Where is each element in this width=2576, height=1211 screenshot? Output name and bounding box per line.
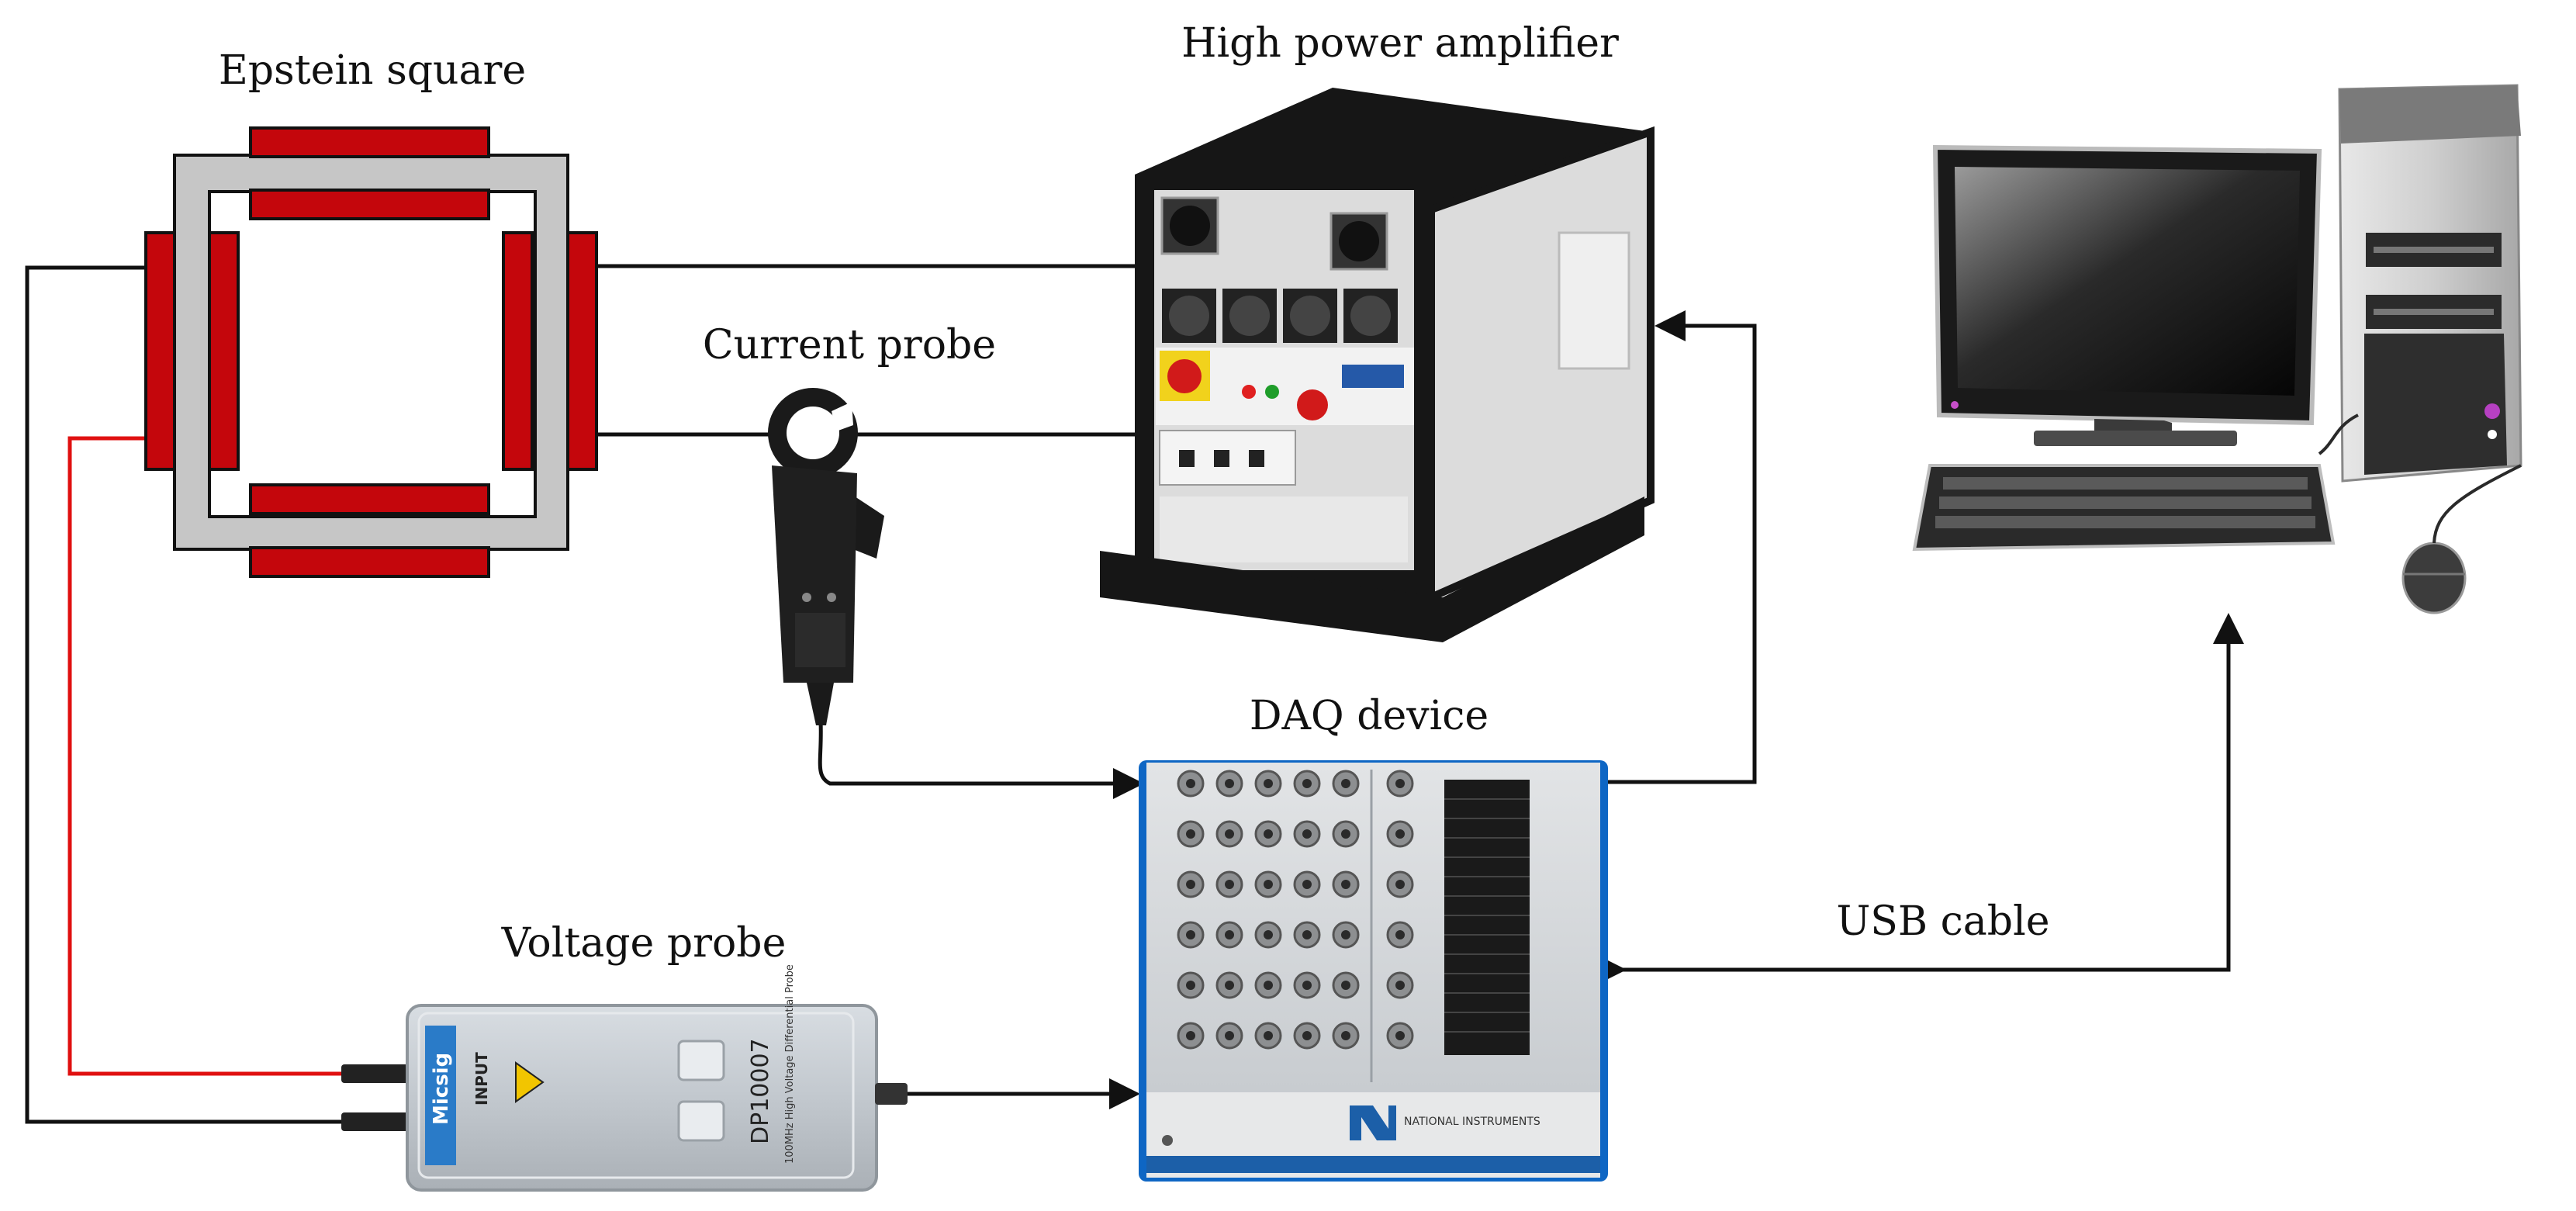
label-voltage-probe: Voltage probe	[501, 920, 787, 967]
mouse	[2401, 541, 2467, 614]
current-probe-cable	[818, 721, 1144, 799]
black-wire-left	[25, 265, 411, 1124]
probe-jaw-inner	[787, 407, 839, 459]
emergency-stop	[1297, 389, 1328, 420]
amplifier	[1100, 88, 1655, 642]
daq-brand: NATIONAL INSTRUMENTS	[1404, 1116, 1540, 1128]
voltage-probe-desc: 100MHz High Voltage Differential Probe	[784, 964, 796, 1164]
voltage-probe-input: INPUT	[472, 1052, 491, 1105]
label-epstein-square: Epstein square	[219, 47, 526, 94]
label-current-probe: Current probe	[703, 322, 996, 368]
probe-trigger	[853, 497, 884, 559]
computer	[1912, 84, 2522, 614]
terminal-block	[1444, 780, 1530, 1055]
label-usb-cable: USB cable	[1836, 898, 2049, 945]
indicator-green	[1265, 385, 1279, 399]
power-button-icon	[2484, 403, 2500, 419]
warning-icon	[515, 1061, 545, 1103]
label-daq-device: DAQ device	[1250, 693, 1489, 739]
usb-cable-line	[1596, 613, 2244, 985]
amplifier-vent-panel	[1160, 497, 1408, 562]
coil-bottom-outer	[249, 546, 490, 578]
attenuation-button	[677, 1040, 725, 1081]
coil-top-outer	[249, 126, 490, 158]
epstein-square	[144, 126, 598, 578]
wiring	[25, 264, 2244, 1124]
red-wire	[67, 436, 411, 1076]
daq-device: NATIONAL INSTRUMENTS	[1139, 760, 1608, 1182]
main-switch	[1167, 359, 1202, 393]
indicator-red	[1242, 385, 1256, 399]
coil-right-inner	[502, 231, 534, 471]
coil-right-outer	[566, 231, 598, 471]
coil-top-inner	[249, 189, 490, 220]
coil-left-inner	[208, 231, 240, 471]
monitor-screen	[1955, 167, 2300, 396]
voltage-probe-brand-bar	[425, 1026, 456, 1165]
voltage-probe-brand: Micsig	[430, 1053, 453, 1125]
amplifier-base	[1100, 551, 1443, 642]
range-button	[677, 1100, 725, 1142]
coil-left-outer	[144, 231, 176, 471]
voltage-probe: Micsig INPUT DP10007 100MHz High Voltage…	[341, 964, 908, 1192]
voltage-probe-model: DP10007	[747, 1038, 774, 1144]
daq-top-panel	[1146, 763, 1600, 1092]
amplifier-vent	[1558, 231, 1630, 370]
label-high-power-amplifier: High power amplifier	[1181, 20, 1619, 67]
coil-bottom-inner	[249, 483, 490, 515]
current-probe	[768, 388, 884, 725]
ni-logo-icon	[1350, 1105, 1396, 1140]
